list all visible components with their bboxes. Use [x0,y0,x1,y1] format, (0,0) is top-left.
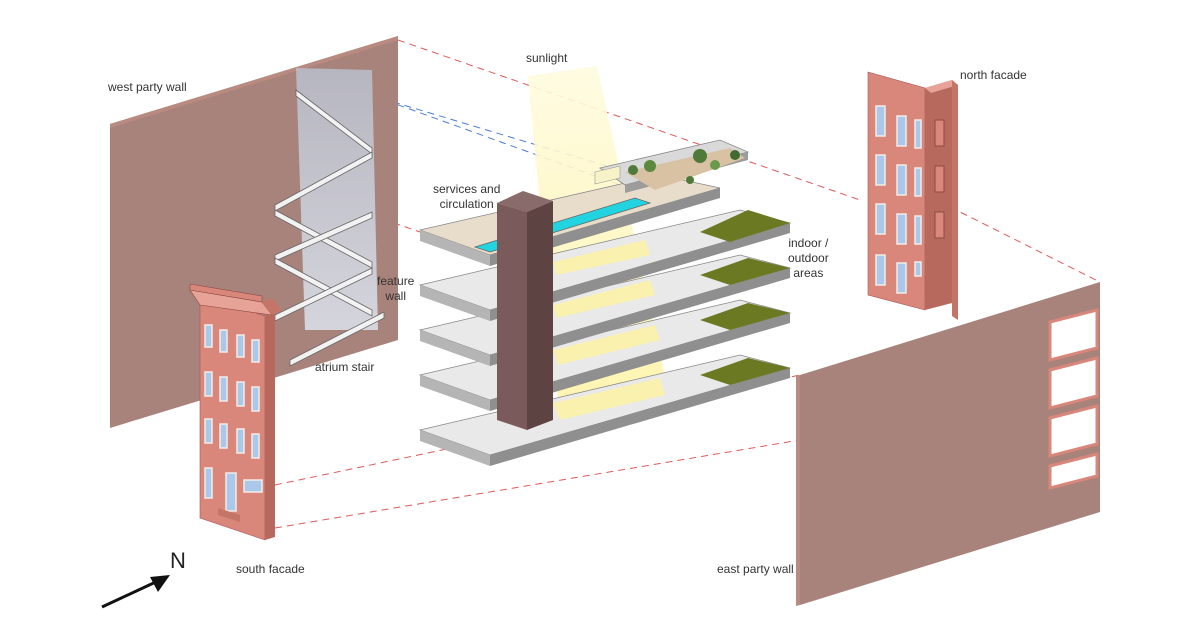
label-line: feature [377,274,415,288]
tree [644,160,656,172]
north-arrow [101,575,170,609]
label-line: circulation [439,197,494,211]
services-core [497,191,553,430]
label-feature-wall: feature wall [377,274,414,304]
north-facade-side-windows [934,119,945,239]
floor-slab [418,354,792,466]
east-wall-openings [1048,308,1099,490]
tree [686,176,694,184]
label-services-and-circulation: services and circulation [433,182,500,212]
label-line: indoor / [788,236,829,250]
north-facade-windows [875,105,922,294]
label-atrium-stair: atrium stair [315,360,375,374]
label-line: areas [793,266,824,280]
cornice [189,283,282,316]
label-north-facade: north facade [960,68,1027,82]
south-facade-windows [204,324,263,512]
north-arrow-head [150,575,170,592]
north-facade [867,71,958,320]
label-line: services and [433,182,501,196]
label-line: outdoor [788,251,829,265]
east-party-wall [796,282,1100,606]
guide-line-red [949,206,1101,283]
feature-wall [296,68,378,330]
tree [730,150,740,160]
tree [628,165,638,175]
guide-line-red [397,39,861,201]
label-west-party-wall: west party wall [108,80,187,94]
north-arrow-label: N [170,548,186,573]
guide-line-red [274,439,801,529]
atrium-stair [274,89,385,367]
guide-line-blue [295,67,621,186]
label-sunlight: sunlight [526,51,568,65]
north-arrow-shaft [101,578,161,609]
label-line: wall [385,289,407,303]
south-facade [189,283,282,541]
tree [693,149,707,163]
tree [710,160,720,170]
label-indoor-outdoor-areas: indoor / outdoor areas [788,236,829,281]
label-south-facade: south facade [236,562,305,576]
roof-terrace [594,139,750,193]
label-east-party-wall: east party wall [717,562,794,576]
floor-slabs [418,174,792,466]
